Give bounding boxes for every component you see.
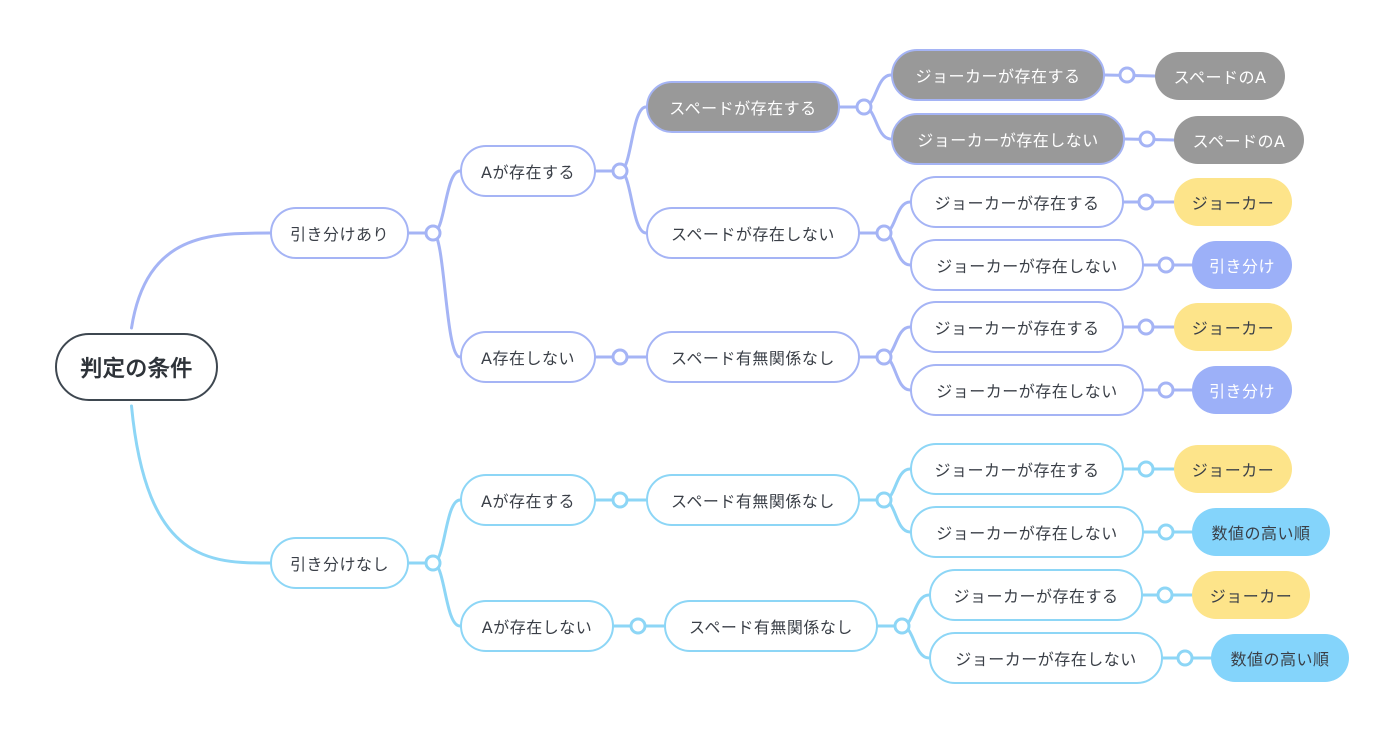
joker-node-1-1-0-1[interactable]: ジョーカーが存在しない: [929, 632, 1163, 684]
outcome-badge-0-1-0-1: 引き分け: [1192, 366, 1292, 414]
outcome-badge-1-0-0-0: ジョーカー: [1174, 445, 1292, 493]
ace-node-1-1[interactable]: Aが存在しない: [460, 600, 614, 652]
spade-0-0-1-collapse-handle[interactable]: [875, 224, 893, 242]
outcome-badge-0-0-0-0: スペードのA: [1155, 52, 1285, 100]
outcome-badge-0-0-1-0-label: ジョーカー: [1191, 194, 1275, 213]
outcome-badge-1-1-0-1: 数値の高い順: [1211, 634, 1349, 682]
branch-1-link-0: [431, 498, 462, 565]
joker-node-0-1-0-1-label: ジョーカーが存在しない: [936, 382, 1118, 401]
joker-node-1-0-0-1-label: ジョーカーが存在しない: [936, 524, 1118, 543]
root-node[interactable]: 判定の条件: [55, 333, 218, 401]
spade-node-1-0-0-label: スペード有無関係なし: [671, 492, 835, 511]
branch-1-collapse-handle[interactable]: [424, 554, 442, 572]
joker-node-0-0-0-0-label: ジョーカーが存在する: [915, 67, 1081, 86]
joker-node-1-0-0-0[interactable]: ジョーカーが存在する: [910, 443, 1124, 495]
outcome-handle-0-1-0-1[interactable]: [1157, 381, 1175, 399]
spade-1-0-0-collapse-handle[interactable]: [875, 491, 893, 509]
branch-1-link-1: [431, 561, 462, 628]
joker-node-0-0-1-1-label: ジョーカーが存在しない: [936, 257, 1118, 276]
joker-node-0-1-0-0[interactable]: ジョーカーが存在する: [910, 301, 1124, 353]
outcome-badge-0-1-0-1-label: 引き分け: [1208, 382, 1275, 401]
outcome-handle-0-0-1-0[interactable]: [1137, 193, 1155, 211]
root-node-label: 判定の条件: [80, 357, 193, 382]
ace-node-0-0-label: Aが存在する: [481, 163, 575, 182]
ace-1-1-collapse-handle[interactable]: [629, 617, 647, 635]
outcome-badge-1-0-0-1: 数値の高い順: [1192, 508, 1330, 556]
joker-node-1-1-0-0[interactable]: ジョーカーが存在する: [929, 569, 1143, 621]
outcome-handle-1-1-0-1[interactable]: [1176, 649, 1194, 667]
ace-node-0-0[interactable]: Aが存在する: [460, 145, 596, 197]
outcome-badge-0-0-0-1: スペードのA: [1174, 116, 1304, 164]
ace-node-1-1-label: Aが存在しない: [481, 618, 593, 637]
ace-0-0-collapse-handle[interactable]: [611, 162, 629, 180]
outcome-badge-0-1-0-0: ジョーカー: [1174, 303, 1292, 351]
spade-0-1-0-collapse-handle[interactable]: [875, 348, 893, 366]
joker-node-1-0-0-0-label: ジョーカーが存在する: [934, 461, 1100, 480]
joker-node-1-0-0-1[interactable]: ジョーカーが存在しない: [910, 506, 1144, 558]
branch-0-collapse-handle[interactable]: [424, 224, 442, 242]
branch-0-label: 引き分けあり: [289, 225, 389, 244]
joker-node-0-0-1-1[interactable]: ジョーカーが存在しない: [910, 239, 1144, 291]
outcome-badge-1-0-0-1-label: 数値の高い順: [1211, 524, 1311, 543]
ace-node-0-1-label: A存在しない: [481, 349, 575, 368]
spade-node-0-0-1[interactable]: スペードが存在しない: [646, 207, 860, 259]
spade-0-0-0-collapse-handle[interactable]: [855, 98, 873, 116]
spade-node-1-1-0[interactable]: スペード有無関係なし: [664, 600, 878, 652]
spade-node-0-0-0-label: スペードが存在する: [669, 99, 817, 118]
ace-node-1-0-label: Aが存在する: [481, 492, 575, 511]
branch-0-link-1: [431, 231, 462, 359]
joker-node-0-0-1-0-label: ジョーカーが存在する: [934, 194, 1100, 213]
joker-node-0-0-0-1[interactable]: ジョーカーが存在しない: [891, 113, 1125, 165]
ace-0-0-link-1: [618, 169, 648, 235]
joker-node-1-1-0-0-label: ジョーカーが存在する: [953, 587, 1119, 606]
outcome-badge-1-1-0-0-label: ジョーカー: [1209, 587, 1293, 606]
branch-0[interactable]: 引き分けあり: [270, 207, 409, 259]
spade-node-1-1-0-label: スペード有無関係なし: [689, 618, 853, 637]
joker-node-0-0-0-1-label: ジョーカーが存在しない: [917, 131, 1099, 150]
spade-node-1-0-0[interactable]: スペード有無関係なし: [646, 474, 860, 526]
ace-1-0-collapse-handle[interactable]: [611, 491, 629, 509]
spade-node-0-1-0[interactable]: スペード有無関係なし: [646, 331, 860, 383]
outcome-badge-0-0-1-1: 引き分け: [1192, 241, 1292, 289]
branch-1[interactable]: 引き分けなし: [270, 537, 409, 589]
outcome-handle-0-0-0-1[interactable]: [1138, 130, 1156, 148]
ace-node-1-0[interactable]: Aが存在する: [460, 474, 596, 526]
branch-0-link-0: [431, 169, 462, 235]
ace-node-0-1[interactable]: A存在しない: [460, 331, 596, 383]
spade-node-0-1-0-label: スペード有無関係なし: [671, 349, 835, 368]
branch-1-label: 引き分けなし: [289, 555, 389, 574]
outcome-handle-0-0-0-0[interactable]: [1118, 66, 1136, 84]
outcome-handle-1-0-0-1[interactable]: [1157, 523, 1175, 541]
joker-node-0-0-0-0[interactable]: ジョーカーが存在する: [891, 49, 1105, 101]
root-link-0: [130, 231, 272, 330]
outcome-badge-0-0-1-0: ジョーカー: [1174, 178, 1292, 226]
ace-0-1-collapse-handle[interactable]: [611, 348, 629, 366]
joker-node-0-1-0-1[interactable]: ジョーカーが存在しない: [910, 364, 1144, 416]
outcome-badge-1-0-0-0-label: ジョーカー: [1191, 461, 1275, 480]
spade-1-1-0-collapse-handle[interactable]: [893, 617, 911, 635]
root-link-1: [130, 404, 272, 565]
outcome-handle-0-1-0-0[interactable]: [1137, 318, 1155, 336]
outcome-badge-0-1-0-0-label: ジョーカー: [1191, 319, 1275, 338]
ace-0-0-link-0: [618, 105, 648, 173]
outcome-badge-0-0-0-1-label: スペードのA: [1192, 132, 1286, 151]
outcome-handle-1-1-0-0[interactable]: [1156, 586, 1174, 604]
outcome-badge-0-0-1-1-label: 引き分け: [1208, 257, 1275, 276]
outcome-handle-0-0-1-1[interactable]: [1157, 256, 1175, 274]
outcome-badge-1-1-0-0: ジョーカー: [1192, 571, 1310, 619]
joker-node-1-1-0-1-label: ジョーカーが存在しない: [955, 650, 1137, 669]
spade-node-0-0-0[interactable]: スペードが存在する: [646, 81, 840, 133]
outcome-badge-0-0-0-0-label: スペードのA: [1173, 68, 1267, 87]
outcome-badge-1-1-0-1-label: 数値の高い順: [1230, 650, 1330, 669]
spade-node-0-0-1-label: スペードが存在しない: [671, 225, 835, 244]
joker-node-0-1-0-0-label: ジョーカーが存在する: [934, 319, 1100, 338]
outcome-handle-1-0-0-0[interactable]: [1137, 460, 1155, 478]
joker-node-0-0-1-0[interactable]: ジョーカーが存在する: [910, 176, 1124, 228]
